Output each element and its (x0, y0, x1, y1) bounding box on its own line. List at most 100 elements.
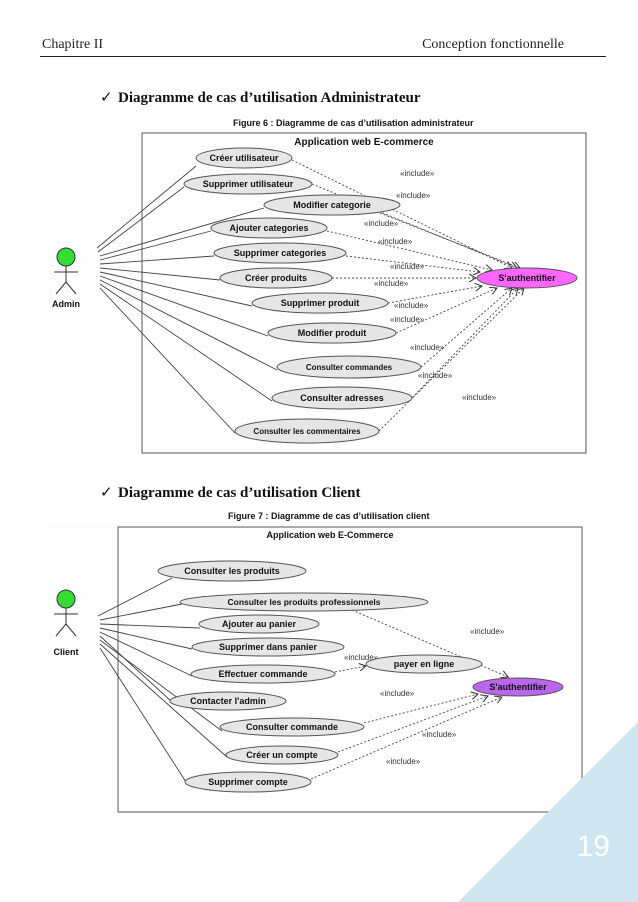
target-label: S'authentifier (489, 682, 547, 692)
include-arrow (337, 696, 488, 753)
use-case-label: Ajouter categories (229, 223, 308, 233)
use-case-6: Consulter commande (219, 717, 365, 737)
use-case-5: Créer produits (219, 267, 333, 289)
header-section: Conception fonctionnelle (422, 37, 564, 52)
system-boundary (117, 526, 583, 813)
use-case-1: Consulter les produits professionnels (179, 592, 429, 612)
include-label: «include» (380, 689, 415, 698)
association-line (99, 623, 201, 629)
system-title: Application web E-Commerce (266, 530, 393, 540)
actor-leg-right (65, 281, 77, 295)
include-arrow (411, 288, 518, 399)
use-case-8: Consulter commandes (276, 355, 422, 379)
include-arrow (310, 697, 502, 780)
include-label: «include» (422, 730, 457, 739)
include-label: «include» (400, 169, 435, 178)
include-arrow (334, 666, 366, 673)
actor-label: Client (53, 647, 78, 657)
system-title: Application web E-commerce (294, 137, 434, 148)
use-case-label: Supprimer categories (234, 248, 327, 258)
association-line (99, 643, 228, 758)
section-title-admin-text: Diagramme de cas d’utilisation Administr… (118, 90, 421, 106)
association-line (99, 627, 193, 650)
use-case-2: Modifier categorie (263, 194, 401, 216)
include-arrow (345, 255, 480, 272)
actor-head (56, 247, 76, 267)
include-label: «include» (470, 627, 505, 636)
target-authenticate: S'authentifier (472, 677, 564, 697)
association-line (99, 631, 193, 677)
use-case-5: Contacter l'admin (169, 691, 287, 711)
include-label: «include» (386, 757, 421, 766)
extra-use-case: payer en ligne (365, 654, 483, 674)
association-line (99, 271, 253, 307)
admin-diagram: Application web E-commerce «include» «inc… (42, 130, 590, 462)
use-case-0: Créer utilisateur (195, 147, 293, 169)
actor-client: Client (53, 589, 79, 657)
association-line (99, 603, 183, 621)
include-arrow (291, 159, 512, 268)
use-case-2: Ajouter au panier (198, 614, 320, 634)
use-case-label: Supprimer compte (208, 777, 288, 787)
association-line (99, 279, 278, 371)
association-line (96, 165, 197, 249)
include-label: «include» (374, 279, 409, 288)
use-case-label: Créer un compte (246, 750, 318, 760)
use-case-label: Créer produits (245, 273, 307, 283)
target-label: S'authentifier (498, 273, 556, 283)
actor-leg-right (65, 623, 77, 637)
use-case-label: Consulter les produits professionnels (227, 597, 380, 607)
use-case-4: Effectuer commande (190, 664, 336, 684)
association-line (99, 647, 187, 783)
association-line (99, 255, 215, 265)
page-number: 19 (576, 830, 610, 863)
include-label: «include» (390, 315, 425, 324)
include-label: «include» (418, 371, 453, 380)
association-line (99, 267, 221, 281)
include-label: «include» (462, 393, 497, 402)
checkmark-icon: ✓ (100, 88, 113, 106)
use-case-label: Consulter commande (246, 722, 338, 732)
use-case-6: Supprimer produit (251, 292, 389, 314)
use-case-label: Contacter l'admin (190, 696, 266, 706)
association-line (99, 283, 273, 402)
use-case-0: Consulter les produits (157, 560, 307, 582)
include-label: «include» (410, 343, 445, 352)
use-case-9: Consulter adresses (271, 386, 413, 410)
figure-caption-client: Figure 7 : Diagramme de cas d’utilisatio… (228, 511, 430, 521)
include-arrow (420, 288, 512, 368)
section-title-admin: ✓ Diagramme de cas d’utilisation Administ… (100, 88, 420, 107)
actor-admin: Admin (52, 247, 80, 309)
include-arrow (395, 288, 497, 334)
use-case-label: Consulter commandes (306, 363, 393, 372)
use-case-7: Créer un compte (225, 745, 339, 765)
header-rule (40, 56, 606, 57)
use-case-label: Consulter les commentaires (253, 427, 361, 436)
actor-leg-left (55, 623, 67, 637)
association-line (97, 577, 173, 617)
use-case-label: payer en ligne (394, 659, 455, 669)
use-case-label: Consulter les produits (184, 566, 280, 576)
use-case-3: Supprimer dans panier (191, 637, 345, 657)
use-case-1: Supprimer utilisateur (183, 173, 313, 195)
include-label: «include» (378, 237, 413, 246)
use-case-label: Ajouter au panier (222, 619, 297, 629)
include-label: «include» (396, 191, 431, 200)
actor-label: Admin (52, 299, 80, 309)
association-line (97, 186, 185, 253)
figure-caption-admin: Figure 6 : Diagramme de cas d’utilisatio… (233, 118, 474, 128)
include-arrow (378, 288, 524, 432)
corner-decoration (458, 722, 638, 902)
use-case-4: Supprimer categories (213, 242, 347, 264)
association-line (99, 635, 173, 703)
use-case-label: Supprimer dans panier (219, 642, 318, 652)
section-title-client: ✓Diagramme de cas d’utilisation Client (100, 483, 360, 502)
use-case-label: Supprimer produit (281, 298, 360, 308)
use-case-3: Ajouter categories (210, 217, 328, 239)
association-line (99, 207, 265, 257)
use-case-10: Consulter les commentaires (234, 418, 380, 444)
header-chapter: Chapitre II (42, 37, 104, 52)
use-case-label: Consulter adresses (300, 393, 384, 403)
use-case-label: Créer utilisateur (209, 153, 279, 163)
include-label: «include» (390, 262, 425, 271)
